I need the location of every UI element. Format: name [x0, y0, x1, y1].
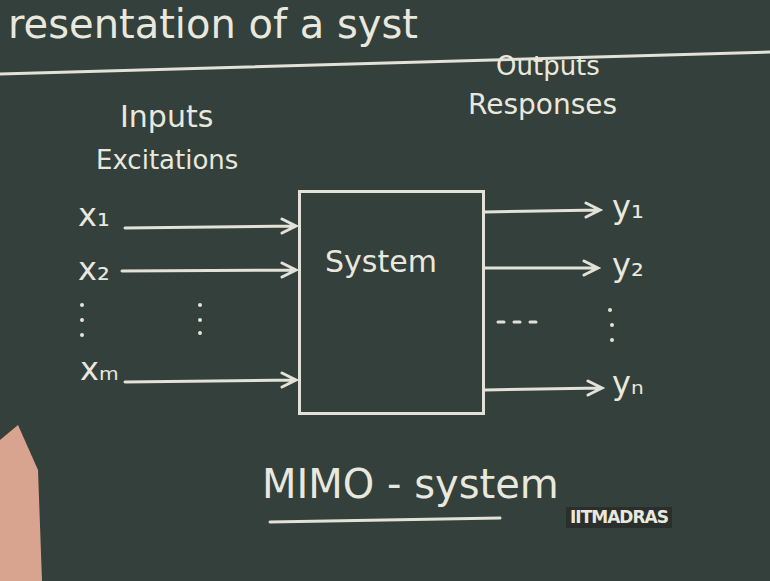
title-underline [0, 52, 770, 74]
hand [0, 425, 42, 581]
diagram-caption: MIMO - system [262, 462, 559, 506]
group-label: Outputs [496, 52, 600, 81]
output-signal: yₙ [612, 366, 644, 401]
output-arrow [485, 261, 598, 275]
board-title: resentation of a syst [8, 2, 418, 46]
node-label: System [325, 245, 482, 278]
output-signal: y₂ [612, 248, 644, 283]
input-signal: xₘ [80, 352, 119, 387]
output-arrow [485, 381, 602, 395]
input-arrow [125, 373, 296, 387]
caption-underline [270, 518, 500, 522]
continuation-dots [80, 303, 614, 342]
input-arrow [125, 219, 296, 233]
output-arrow [485, 203, 600, 217]
watermark: IITMADRAS [566, 507, 672, 528]
continuation-dashes [498, 321, 536, 324]
system-box: System [298, 190, 485, 415]
group-label: Responses [468, 90, 617, 121]
output-signal: y₁ [612, 190, 644, 225]
input-signal: x₁ [78, 198, 110, 233]
input-signal: x₂ [78, 252, 110, 287]
group-label: Excitations [96, 146, 238, 175]
group-label: Inputs [120, 100, 213, 133]
input-arrow [122, 263, 296, 277]
